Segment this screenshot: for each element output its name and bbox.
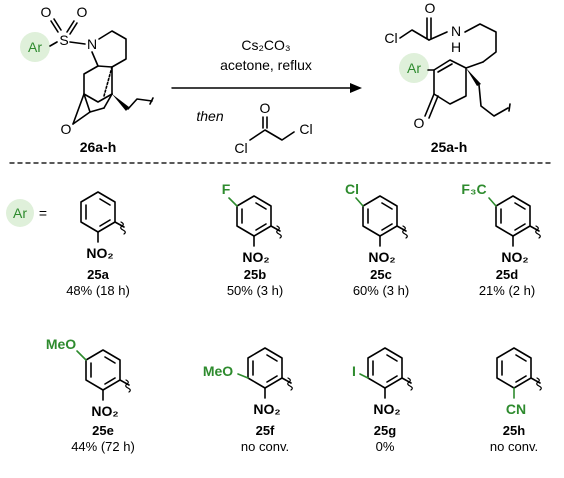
- amide-hydrogen: H: [451, 39, 461, 55]
- compound-result: 50% (3 h): [226, 283, 284, 298]
- fluoro-substituent: F: [222, 181, 231, 197]
- ketone-oxygen-reactant: O: [61, 121, 72, 137]
- chloroacetyl-oxygen: O: [260, 100, 271, 116]
- reagent-line-1: Cs₂CO₃: [241, 37, 290, 53]
- entry-25h: 25h no conv.: [464, 423, 564, 455]
- entry-25f: 25f no conv.: [215, 423, 315, 455]
- product-cl: Cl: [384, 30, 397, 46]
- product-structure: Cl O N H Ar O: [384, 0, 511, 131]
- aryl-structure-25e: MeO NO₂: [46, 336, 131, 419]
- entry-25c: 25c 60% (3 h): [331, 267, 431, 299]
- nitro-25d: NO₂: [501, 249, 528, 265]
- entry-25g: 25g 0%: [335, 423, 435, 455]
- compound-id: 25c: [370, 267, 392, 282]
- compound-id: 25b: [243, 267, 267, 282]
- compound-id: 25h: [502, 423, 526, 438]
- aryl-structure-25d: F₃C NO₂: [461, 181, 541, 265]
- compound-id: 25f: [255, 423, 275, 438]
- ar-label-reactant: Ar: [28, 39, 42, 55]
- ar-equals: =: [39, 205, 47, 221]
- alpha-chloride-cl: Cl: [299, 121, 312, 137]
- ar-label-product: Ar: [407, 60, 421, 76]
- aryl-structure-25g: I NO₂: [352, 347, 413, 417]
- compound-id: 25d: [495, 267, 519, 282]
- reactant-label: 26a-h: [80, 139, 117, 155]
- chloro-substituent: Cl: [345, 181, 359, 197]
- reagent-then: then: [196, 108, 223, 124]
- compound-result: no conv.: [489, 439, 539, 454]
- sulfonyl-oxygen-2: O: [77, 4, 88, 20]
- nitro-25a: NO₂: [86, 245, 113, 261]
- compound-result: no conv.: [240, 439, 290, 454]
- compound-result: 0%: [375, 439, 395, 454]
- nitro-25c: NO₂: [368, 249, 395, 265]
- compound-result: 48% (18 h): [66, 283, 130, 298]
- arrowhead: [350, 83, 362, 93]
- trifluoromethyl-substituent: F₃C: [461, 181, 486, 197]
- entry-25b: 25b 50% (3 h): [205, 267, 305, 299]
- sulfonyl-oxygen-1: O: [41, 4, 52, 20]
- nitro-25g: NO₂: [373, 401, 400, 417]
- acyl-chloride-cl: Cl: [234, 140, 247, 156]
- amide-nitrogen: N: [451, 23, 461, 39]
- compound-result: 44% (72 h): [71, 439, 135, 454]
- compound-id: 25e: [92, 423, 114, 438]
- entry-25e: 25e 44% (72 h): [53, 423, 153, 455]
- entry-25d: 25d 21% (2 h): [457, 267, 557, 299]
- ketone-oxygen-product: O: [414, 115, 425, 131]
- nitrogen-atom: N: [87, 36, 97, 52]
- cyano-substituent: CN: [506, 401, 526, 417]
- amide-oxygen: O: [425, 0, 436, 16]
- product-label: 25a-h: [431, 139, 468, 155]
- ar-badge-product: [399, 53, 429, 83]
- reactant-structure: Ar S O O N O: [20, 4, 154, 137]
- ar-badge-key: [6, 199, 34, 227]
- iodo-substituent: I: [352, 363, 356, 379]
- compound-id: 25a: [87, 267, 109, 282]
- aryl-structure-25h: CN: [496, 347, 542, 417]
- compound-id: 25g: [373, 423, 397, 438]
- chloroacetyl-chloride-structure: O Cl Cl: [234, 100, 312, 156]
- aryl-structure-25c: Cl NO₂: [345, 181, 408, 265]
- ar-key-label: Ar: [13, 205, 27, 221]
- aryl-structure-25f: MeO NO₂: [203, 347, 293, 417]
- sulfur-atom: S: [59, 32, 68, 48]
- compound-result: 60% (3 h): [352, 283, 410, 298]
- aryl-structure-25a: NO₂: [80, 191, 126, 261]
- aryl-structure-25b: F NO₂: [222, 181, 282, 265]
- nitro-25f: NO₂: [253, 401, 280, 417]
- nitro-25e: NO₂: [91, 403, 118, 419]
- ar-badge-reactant: [20, 32, 50, 62]
- methoxy-substituent-25e: MeO: [46, 336, 76, 352]
- reagent-line-2: acetone, reflux: [220, 57, 312, 73]
- methoxy-substituent-25f: MeO: [203, 363, 233, 379]
- entry-25a: 25a 48% (18 h): [48, 267, 148, 299]
- nitro-25b: NO₂: [242, 249, 269, 265]
- compound-result: 21% (2 h): [478, 283, 536, 298]
